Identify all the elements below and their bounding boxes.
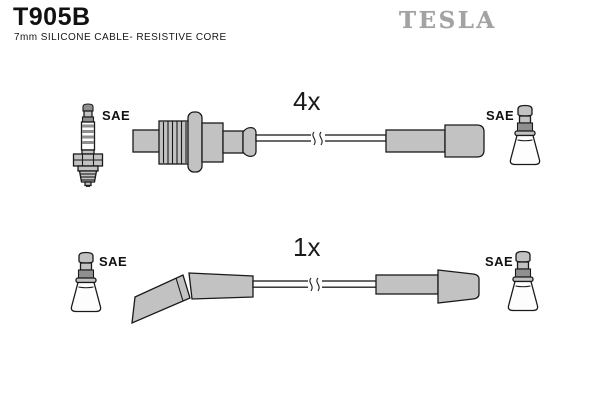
sae-label: SAE: [102, 108, 131, 123]
distributor-boot-icon: [505, 104, 545, 168]
quantity-label-row2: 1x: [293, 232, 321, 262]
plug-terminal-sleeve: [385, 124, 485, 158]
brand-logo: TESLA: [399, 7, 497, 34]
angled-coil-boot: [131, 272, 254, 325]
ignition-cable-diagram-row1: [132, 111, 485, 173]
coil-terminal-boot: [132, 111, 257, 173]
cable-break-mark: [308, 277, 322, 292]
sae-label: SAE: [99, 254, 128, 269]
sae-label: SAE: [485, 254, 514, 269]
spark-plug-icon: [72, 103, 104, 187]
ignition-cable-diagram-row2: [131, 269, 480, 325]
distributor-boot-icon: [503, 250, 543, 314]
plug-terminal-sleeve: [375, 269, 480, 304]
cable-spec-subtitle: 7mm SILICONE CABLE- RESISTIVE CORE: [14, 32, 227, 43]
quantity-label-row1: 4x: [293, 86, 321, 116]
cable-break-mark: [311, 131, 325, 146]
sae-label: SAE: [486, 108, 515, 123]
part-number: T905B: [13, 3, 91, 31]
